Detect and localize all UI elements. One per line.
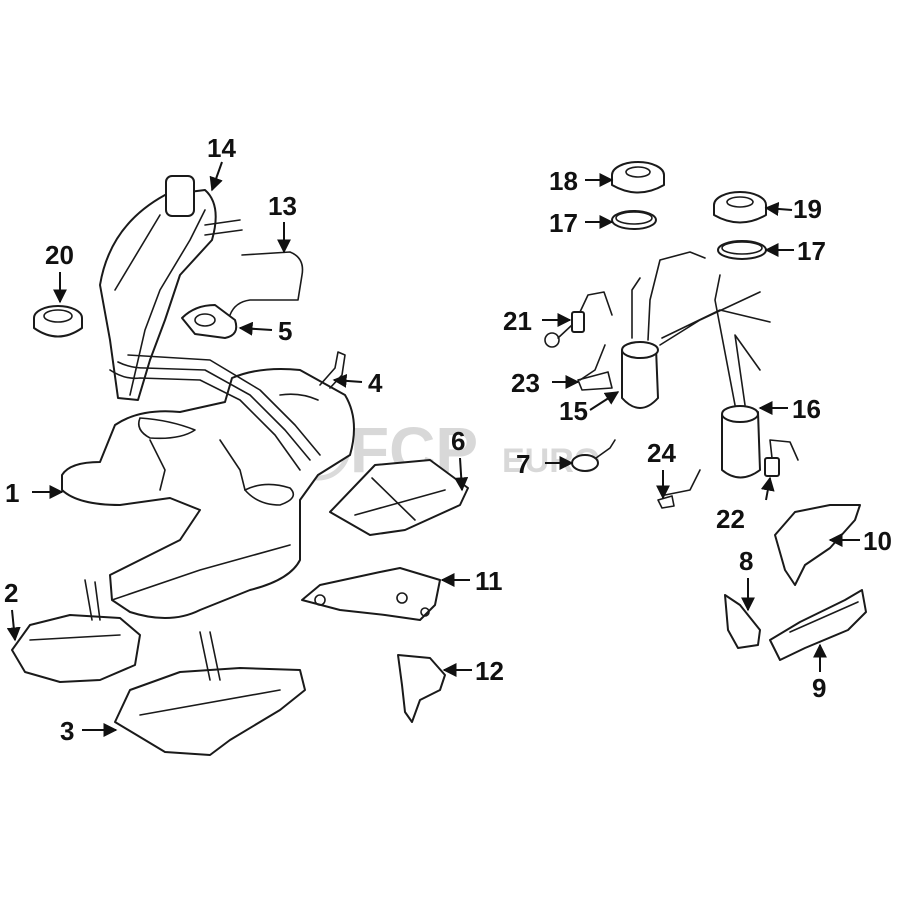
- part-fuel-tank: [61, 368, 355, 620]
- callout-6: 6: [451, 426, 465, 456]
- callout-13: 13: [268, 191, 297, 221]
- callout-9: 9: [812, 673, 826, 703]
- callout-arrows: [6, 161, 860, 737]
- part-heat-shield-2: [11, 579, 141, 683]
- part-vent-line: [229, 251, 304, 316]
- part-rail-9: [769, 589, 867, 661]
- part-heat-shield-6: [329, 459, 469, 536]
- callout-16: 16: [792, 394, 821, 424]
- callout-24: 24: [647, 438, 676, 468]
- callout-21: 21: [503, 306, 532, 336]
- callout-10: 10: [863, 526, 892, 556]
- callout-11: 11: [475, 566, 503, 596]
- part-lock-ring-20: [33, 305, 83, 338]
- part-bracket-12: [397, 654, 446, 723]
- callout-3: 3: [60, 716, 74, 746]
- callout-19: 19: [793, 194, 822, 224]
- part-bracket-5: [181, 304, 238, 339]
- part-filler-neck: [99, 175, 321, 471]
- callout-22: 22: [716, 504, 745, 534]
- callout-4: 4: [368, 368, 383, 398]
- callout-12: 12: [475, 656, 504, 686]
- callout-23: 23: [511, 368, 540, 398]
- callout-20: 20: [45, 240, 74, 270]
- part-lock-ring-18: [611, 161, 665, 194]
- callout-8: 8: [739, 546, 753, 576]
- callout-14: 14: [207, 133, 236, 163]
- part-fuel-pump-15: [579, 251, 771, 409]
- callout-5: 5: [278, 316, 292, 346]
- part-clip-24: [657, 495, 675, 509]
- part-seal-ring-17b: [717, 240, 767, 260]
- callout-17a: 17: [549, 208, 578, 238]
- part-seal-ring-17a: [611, 210, 657, 230]
- part-bracket-8: [724, 594, 761, 649]
- callout-18: 18: [549, 166, 578, 196]
- part-sender-16: [664, 274, 761, 496]
- callout-2: 2: [4, 578, 18, 608]
- part-cover-10: [774, 504, 861, 586]
- callout-7: 7: [516, 449, 530, 479]
- part-lock-ring-19: [713, 191, 767, 224]
- callout-labels: 1 2 3 4 5 6 7 8 9 10 11 12 13 14 15 16 1…: [4, 133, 892, 746]
- callout-15: 15: [559, 396, 588, 426]
- callout-1: 1: [5, 478, 19, 508]
- callout-17b: 17: [797, 236, 826, 266]
- part-shield-3: [114, 631, 306, 756]
- part-sensor-21: [544, 291, 613, 348]
- part-heat-shield-11: [301, 567, 441, 621]
- part-sensor-22: [764, 439, 799, 477]
- part-bracket-23: [577, 371, 613, 391]
